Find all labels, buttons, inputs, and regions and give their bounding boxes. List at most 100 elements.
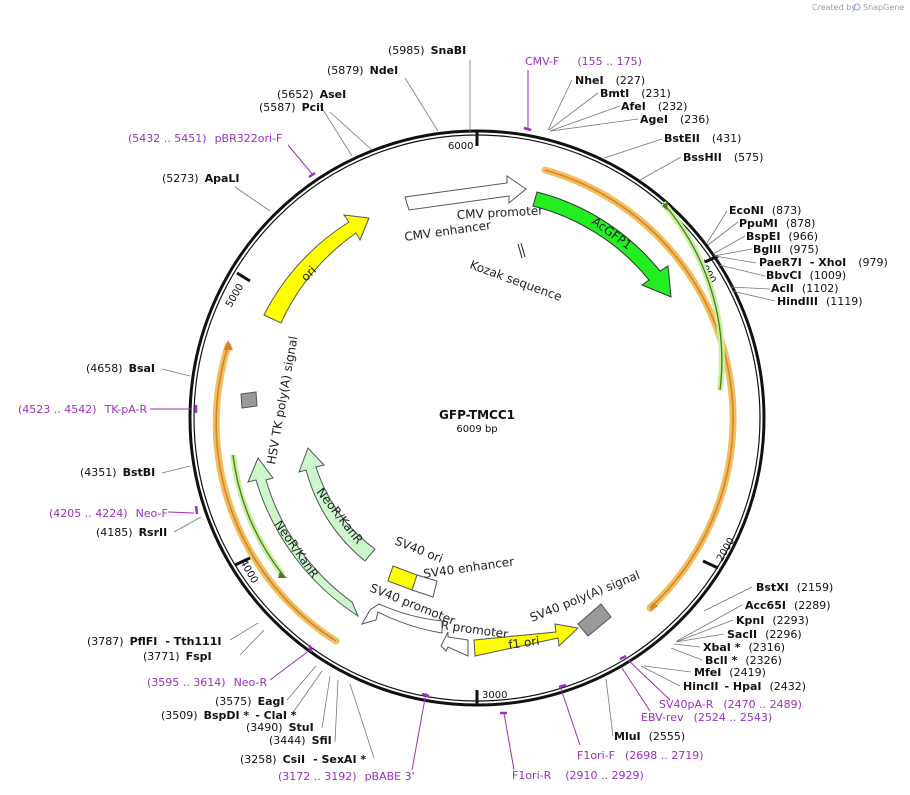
enzyme-rsrii: (4185)RsrII	[96, 526, 167, 539]
snapgene-logo-icon	[853, 3, 861, 11]
enzyme-pcii: (5587)PciI	[259, 101, 324, 114]
feature-label-sv40-ori: SV40 ori	[393, 534, 445, 566]
primer-cmv-f: CMV-F(155 .. 175)	[525, 55, 642, 68]
tick-mark-1000	[704, 254, 719, 264]
enzyme-mlui: MluI(2555)	[614, 730, 685, 743]
enzyme-csii: (3258)CsiI- SexAI *	[240, 753, 366, 766]
enzyme-fspi: (3771)FspI	[143, 650, 212, 663]
acgfp1-arrow	[532, 191, 672, 298]
enzyme-bsteii: BstEII(431)	[664, 132, 741, 145]
enzyme-afei: AfeI(232)	[621, 100, 687, 113]
tick-label-3000: 3000	[482, 690, 507, 701]
primer-ebv-rev: EBV-rev(2524 .. 2543)	[641, 711, 772, 724]
tick-label-6000: 6000	[448, 141, 473, 152]
enzyme-mfei: MfeI(2419)	[694, 666, 766, 679]
ori-arrow	[263, 214, 370, 324]
enzyme-labels-right: NheI(227) BmtI(231) AfeI(232) AgeI(236) …	[575, 74, 888, 743]
tick-mark-4000	[234, 556, 251, 567]
primer-labels: CMV-F(155 .. 175) (5432 .. 5451)pBR322or…	[18, 55, 802, 783]
enzyme-xbai: XbaI *(2316)	[703, 641, 785, 654]
kozak-mark-b	[520, 242, 526, 258]
orf-neo-arrow-icon	[278, 571, 287, 578]
orf-inner-arrow-icon	[662, 201, 668, 210]
enzyme-sfii: (3444)SfiI	[269, 734, 332, 747]
enzyme-bspdi: (3509)BspDI *- ClaI *	[161, 709, 297, 722]
enzyme-bcli: BclI *(2326)	[705, 654, 782, 667]
primer-f1ori-r: F1ori-R(2910 .. 2929)	[512, 769, 644, 782]
enzyme-asei: (5652)AseI	[277, 88, 346, 101]
enzyme-snabi: (5985)SnaBI	[388, 44, 466, 57]
plasmid-name: GFP-TMCC1	[439, 408, 515, 422]
orf-forward-line	[544, 169, 734, 609]
orf-inner-line	[662, 202, 723, 391]
enzyme-hincii: HincII- HpaI(2432)	[683, 680, 806, 693]
enzyme-labels-left: (5985)SnaBI (5879)NdeI (5652)AseI (5587)…	[80, 44, 466, 766]
orf-reverse-line	[215, 345, 337, 642]
enzyme-pflfi: (3787)PflFI- Tth111I	[87, 635, 221, 648]
orf-annotations	[212, 166, 737, 645]
primer-neo-r: (3595 .. 3614)Neo-R	[147, 676, 267, 689]
primer-f1ori-f: F1ori-F(2698 .. 2719)	[577, 749, 704, 762]
snapgene-credit: Created by SnapGene	[812, 3, 904, 12]
enzyme-paer7i: PaeR7I- XhoI(979)	[759, 256, 888, 269]
enzyme-bspei: BspEI(966)	[746, 230, 818, 243]
feature-label-kozak: Kozak sequence	[468, 258, 564, 304]
plasmid-center: GFP-TMCC1 6009 bp	[439, 408, 515, 435]
feature-label-cmv-enhancer: CMV enhancer	[403, 218, 491, 244]
enzyme-ndei: (5879)NdeI	[327, 64, 398, 77]
enzyme-bmti: BmtI(231)	[600, 87, 671, 100]
orf-neo-line	[232, 454, 284, 576]
orf-forward-halo	[541, 166, 737, 612]
feature-label-neor-kanr-inner: NeoR/KanR	[314, 485, 366, 546]
enzyme-econi: EcoNI(873)	[729, 204, 801, 217]
enzyme-acli: AclI(1102)	[771, 282, 838, 295]
tick-label-5000: 5000	[224, 282, 246, 310]
sv40-enhancer-box	[411, 574, 438, 598]
tick-mark-2000	[702, 559, 719, 570]
neor-kanr-inner-arrow	[298, 447, 376, 562]
ampr-promoter-arrow	[440, 631, 469, 657]
plasmid-size: 6009 bp	[456, 424, 497, 435]
feature-label-hsv-tk-polya: HSV TK poly(A) signal	[264, 335, 300, 465]
credit-brand: SnapGene	[863, 3, 904, 12]
enzyme-apali: (5273)ApaLI	[162, 172, 240, 185]
feature-label-f1-ori: f1 ori	[507, 634, 540, 652]
enzyme-bbvci: BbvCI(1009)	[766, 269, 846, 282]
tick-label-2000: 2000	[715, 536, 737, 564]
neor-kanr-outer-arrow	[247, 457, 360, 618]
tick-mark-5000	[236, 271, 251, 283]
enzyme-bglii: BglII(975)	[753, 243, 819, 256]
enzyme-bstxi: BstXI(2159)	[756, 581, 833, 594]
enzyme-sacii: SacII(2296)	[727, 628, 802, 641]
credit-prefix: Created by	[812, 3, 856, 12]
primer-neo-f: (4205 .. 4224)Neo-F	[49, 507, 168, 520]
primer-pbr322ori-f: (5432 .. 5451)pBR322ori-F	[128, 132, 282, 145]
enzyme-bsai: (4658)BsaI	[86, 362, 155, 375]
enzyme-eagi: (3575)EagI	[215, 695, 284, 708]
primer-pbabe-3: (3172 .. 3192)pBABE 3'	[278, 770, 415, 783]
enzyme-leader-lines	[161, 60, 776, 759]
enzyme-stui: (3490)StuI	[246, 721, 314, 734]
hsv-tk-polya-box	[240, 391, 258, 409]
primer-tk-pa-r: (4523 .. 4542)TK-pA-R	[18, 403, 148, 416]
primer-marks	[150, 70, 671, 771]
cmv-promoter-arrow	[404, 175, 527, 211]
enzyme-kpni: KpnI(2293)	[736, 614, 809, 627]
sv40-ori-box	[387, 565, 418, 591]
enzyme-hindiii: HindIII(1119)	[777, 295, 863, 308]
orf-reverse-arrow-icon	[224, 340, 233, 350]
orf-forward-arrow-icon	[650, 603, 658, 612]
feature-label-cmv-promoter: CMV promoter	[456, 203, 543, 222]
enzyme-agei: AgeI(236)	[640, 113, 710, 126]
enzyme-bsshii: BssHII(575)	[683, 151, 763, 164]
kozak-mark-a	[517, 243, 523, 259]
sv40-polya-box	[577, 603, 612, 637]
enzyme-ppumi: PpuMI(878)	[739, 217, 815, 230]
sv40-promoter-arrow	[360, 603, 443, 634]
enzyme-nhei: NheI(227)	[575, 74, 645, 87]
f1-ori-arrow	[473, 623, 580, 657]
primer-sv40pa-r: SV40pA-R(2470 .. 2489)	[659, 698, 802, 711]
feature-label-sv40-polya: SV40 poly(A) signal	[528, 568, 642, 625]
enzyme-bstbi: (4351)BstBI	[80, 466, 155, 479]
